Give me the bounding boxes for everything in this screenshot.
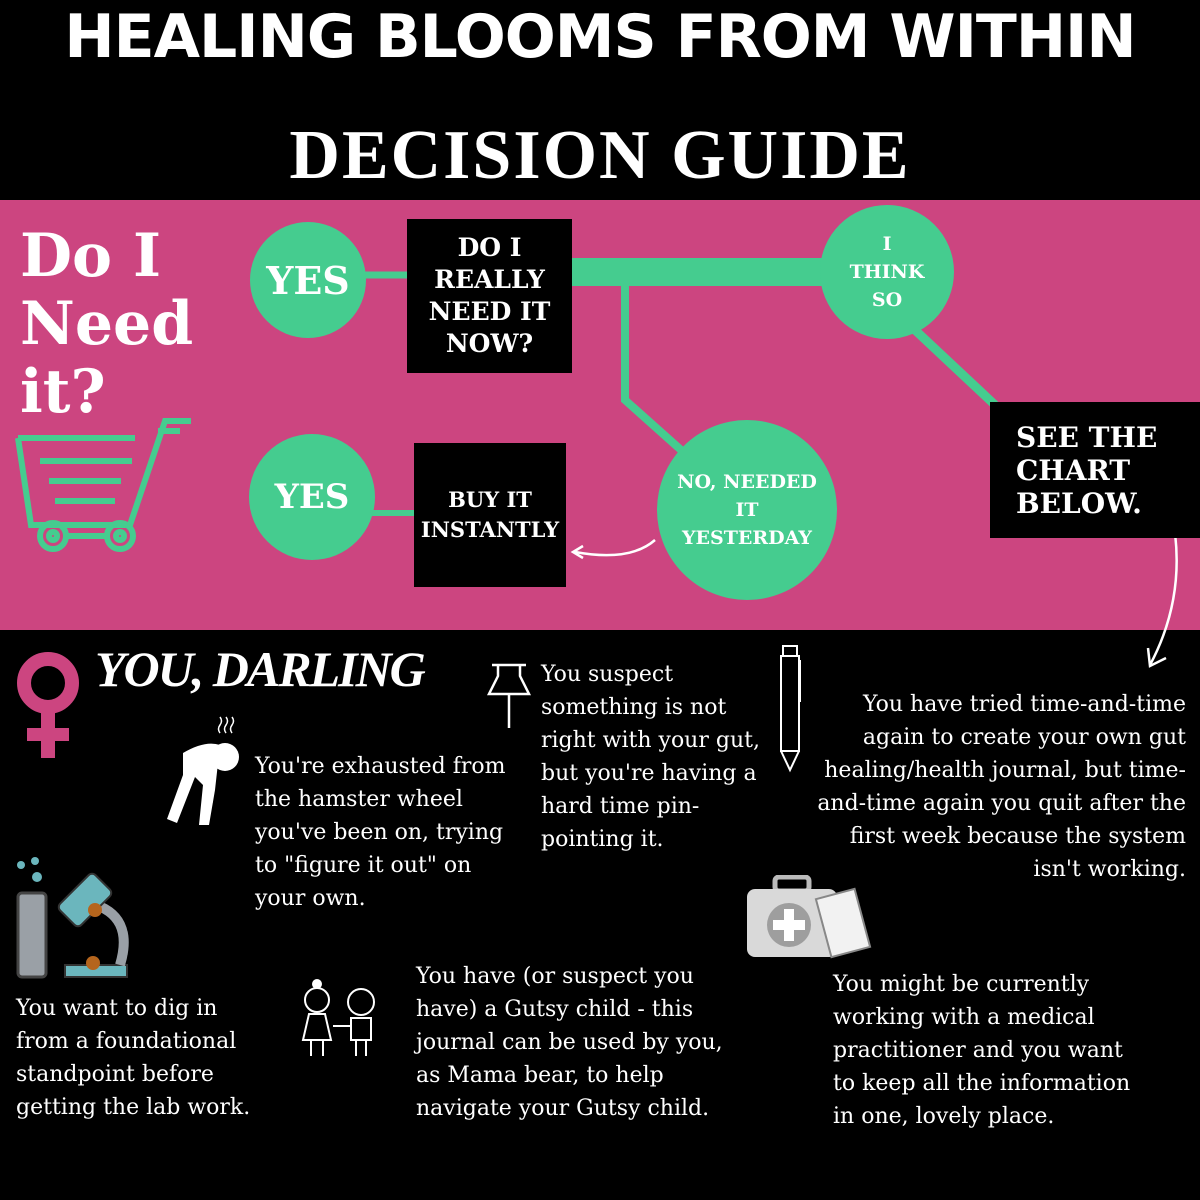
flow-connectors bbox=[360, 258, 999, 560]
see-chart-box: SEE THE CHART BELOW. bbox=[990, 402, 1200, 538]
item-exhausted: You're exhausted from the hamster wheel … bbox=[255, 754, 506, 911]
main-title: HEALING BLOOMS FROM WITHIN bbox=[64, 2, 1136, 72]
item-suspect: You suspect something is not right with … bbox=[541, 662, 760, 852]
yes-circle-top: YES bbox=[250, 222, 366, 338]
item-medical: You might be currently working with a me… bbox=[833, 972, 1131, 1129]
microscope-icon bbox=[16, 857, 129, 979]
needed-yesterday-circle: NO, NEEDED IT YESTERDAY bbox=[657, 420, 837, 600]
item-gutsy-child: You have (or suspect you have) a Gutsy c… bbox=[416, 964, 723, 1121]
female-symbol-icon bbox=[17, 652, 79, 758]
pen-icon bbox=[780, 645, 801, 773]
buy-instantly-box: BUY IT INSTANTLY bbox=[414, 443, 566, 587]
children-icon bbox=[301, 979, 375, 1056]
subtitle: DECISION GUIDE bbox=[289, 117, 911, 194]
section-heading: YOU, DARLING bbox=[95, 641, 426, 697]
question-heading: Do I Need it? bbox=[20, 221, 194, 427]
first-aid-kit-icon bbox=[747, 875, 872, 959]
item-lab-work: You want to dig in from a foundational s… bbox=[16, 996, 251, 1120]
yes-circle-bottom: YES bbox=[249, 434, 375, 560]
item-journal: You have tried time-and-time again to cr… bbox=[817, 692, 1186, 882]
tired-person-icon bbox=[167, 716, 239, 825]
think-so-circle: I THINK SO bbox=[820, 205, 954, 339]
shopping-cart-icon bbox=[15, 418, 191, 552]
pushpin-icon bbox=[486, 663, 532, 728]
really-need-box: DO I REALLY NEED IT NOW? bbox=[407, 219, 572, 373]
